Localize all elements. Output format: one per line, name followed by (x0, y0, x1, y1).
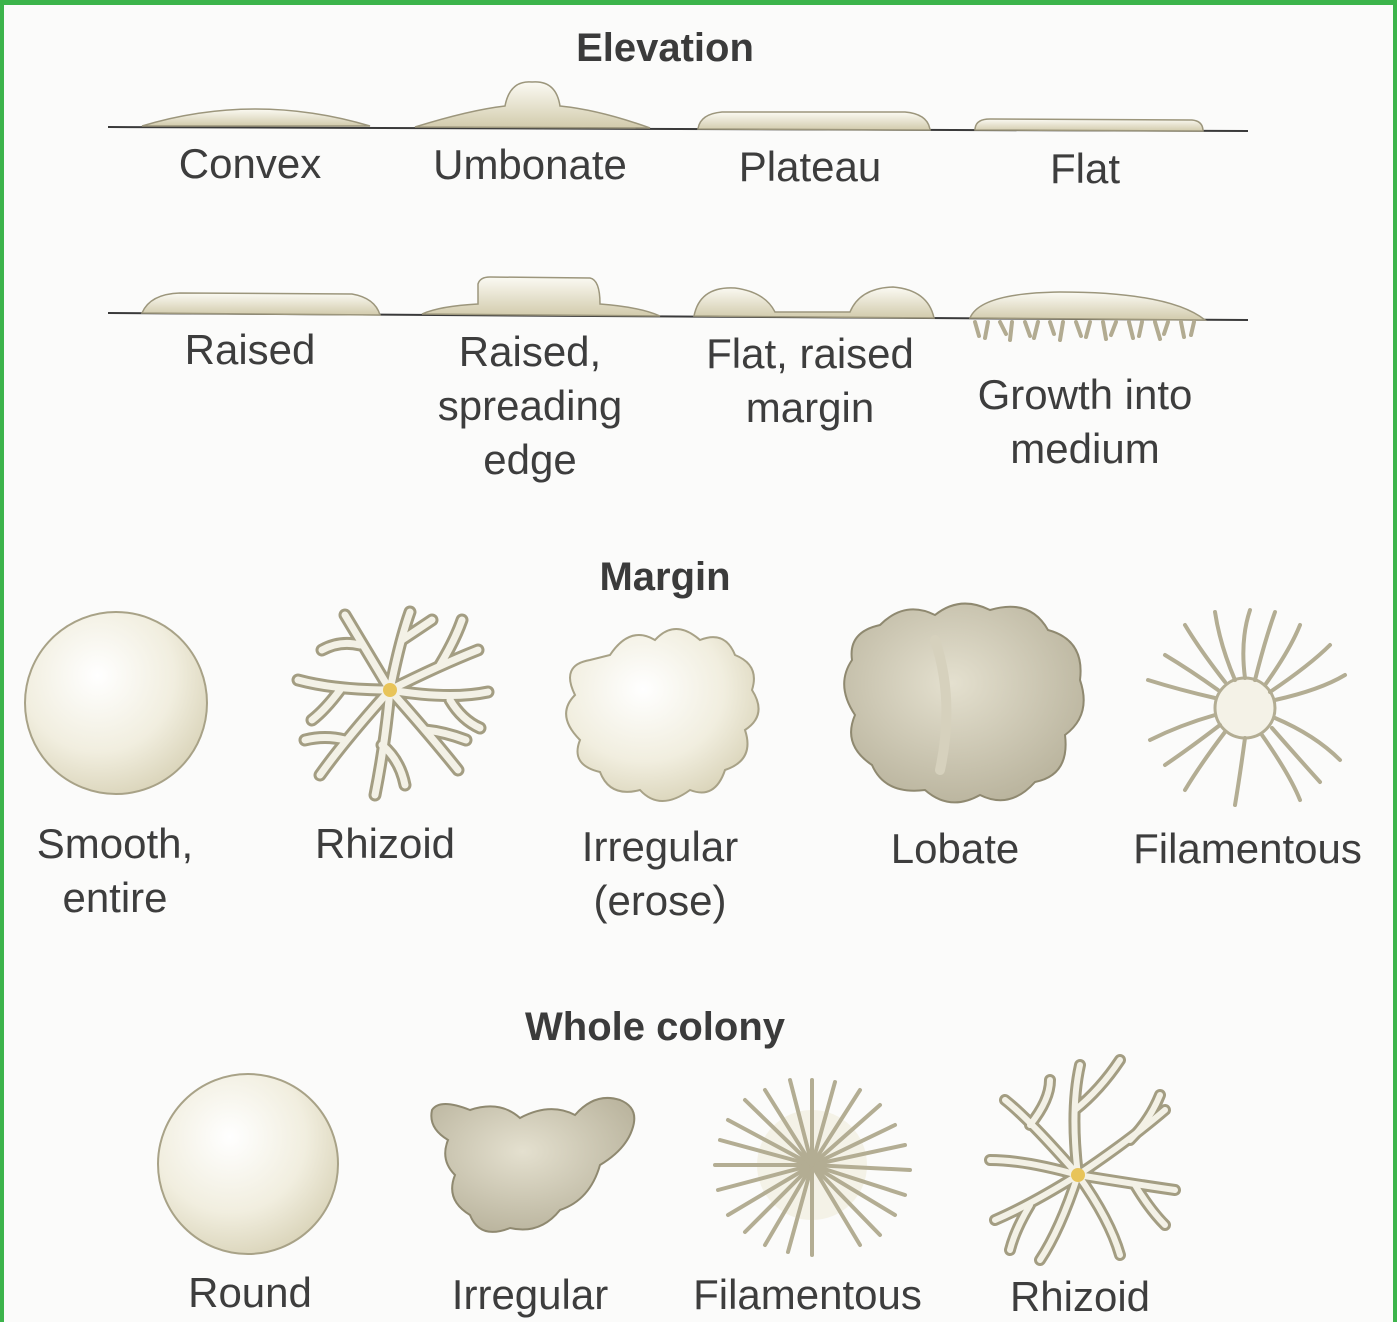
elevation-label-flat-raised-margin: Flat, raised margin (680, 327, 940, 435)
growth-into-medium-roots (975, 322, 1194, 340)
elevation-label-raised: Raised (140, 323, 360, 377)
elevation-label-raised-spreading-edge: Raised, spreading edge (410, 325, 650, 487)
irregular-erose-colony (566, 629, 758, 801)
elevation-heading: Elevation (565, 26, 765, 71)
whole-colony-heading: Whole colony (490, 1005, 820, 1050)
flat-raised-margin-profile (694, 287, 934, 318)
flat-profile (975, 119, 1203, 131)
elevation-label-umbonate: Umbonate (410, 138, 650, 192)
elevation-label-convex: Convex (140, 137, 360, 191)
lobate-colony (844, 604, 1084, 803)
whole-colony-label-rhizoid: Rhizoid (985, 1270, 1175, 1324)
raised-profile (142, 293, 380, 315)
round-colony (158, 1074, 338, 1254)
elevation-label-growth-into-medium: Growth into medium (950, 368, 1220, 476)
filamentous-margin-colony (1148, 610, 1345, 805)
rhizoid-whole-colony (990, 1060, 1175, 1260)
umbonate-profile (415, 82, 650, 128)
growth-into-medium-profile (970, 292, 1205, 320)
rhizoid-margin-colony (298, 612, 488, 795)
irregular-colony (431, 1098, 634, 1232)
plateau-profile (698, 112, 930, 130)
smooth-entire-colony (25, 612, 207, 794)
whole-colony-label-filamentous: Filamentous (680, 1268, 935, 1322)
raised-spreading-edge-profile (422, 277, 660, 316)
margin-label-lobate: Lobate (860, 822, 1050, 876)
convex-profile (142, 109, 370, 126)
rhizoid-whole-center-dot (1071, 1168, 1085, 1182)
margin-heading: Margin (565, 555, 765, 600)
elevation-label-plateau: Plateau (700, 140, 920, 194)
margin-label-irregular-erose: Irregular (erose) (555, 820, 765, 928)
margin-label-smooth-entire: Smooth, entire (15, 817, 215, 925)
whole-colony-label-irregular: Irregular (420, 1268, 640, 1322)
whole-colony-label-round: Round (150, 1266, 350, 1320)
elevation-label-flat: Flat (975, 142, 1195, 196)
rhizoid-center-dot (383, 683, 397, 697)
filamentous-whole-colony (715, 1080, 910, 1255)
margin-label-rhizoid: Rhizoid (290, 817, 480, 871)
margin-label-filamentous: Filamentous (1120, 822, 1375, 876)
